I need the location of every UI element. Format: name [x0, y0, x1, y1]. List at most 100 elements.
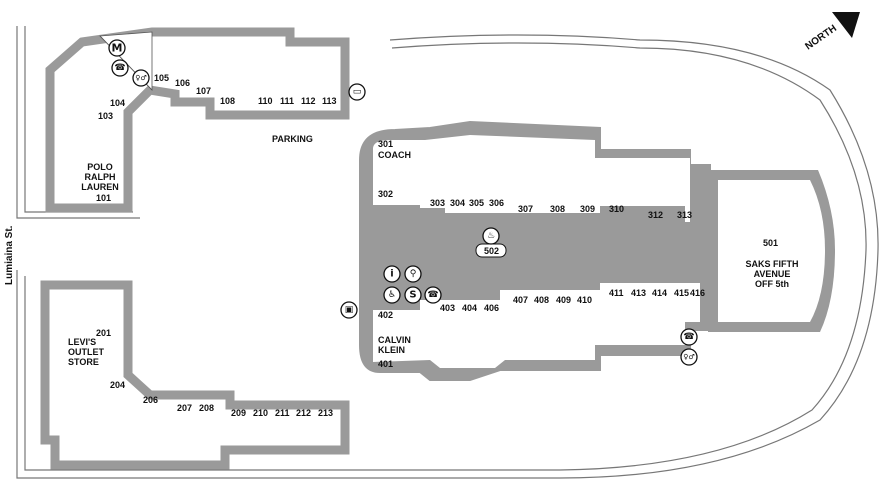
restroom-icon-glyph: ♀♂ — [135, 74, 146, 82]
telephone-icon-glyph: ☎ — [427, 290, 438, 300]
services-icon-glyph: S — [409, 290, 416, 301]
store-302[interactable]: 302 — [378, 189, 393, 199]
metro-icon[interactable]: M — [108, 39, 126, 57]
wheelchair-icon[interactable]: ♿ — [383, 286, 401, 304]
store-415[interactable]: 415 — [674, 288, 689, 298]
telephone-icon-glyph: ☎ — [683, 332, 694, 342]
wheelchair-icon-glyph: ♿ — [388, 290, 396, 300]
stroller-icon[interactable]: ⚲ — [404, 265, 422, 283]
parking-label: PARKING — [272, 134, 313, 144]
store-101[interactable]: 101 — [96, 193, 111, 203]
store-310[interactable]: 310 — [609, 204, 624, 214]
store-307[interactable]: 307 — [518, 204, 533, 214]
store-209[interactable]: 209 — [231, 408, 246, 418]
store-110[interactable]: 110 — [258, 96, 273, 106]
store-201[interactable]: 201 — [96, 328, 111, 338]
atm-icon[interactable]: ▭ — [348, 83, 366, 101]
anchor-saks-line-3: OFF 5th — [755, 279, 789, 289]
store-410[interactable]: 410 — [577, 295, 592, 305]
anchor-polo-line-1: POLO — [87, 162, 113, 172]
information-icon[interactable]: i — [383, 265, 401, 283]
store-211[interactable]: 211 — [275, 408, 290, 418]
site-boundary — [16, 26, 879, 479]
anchor-calvin: CALVIN KLEIN — [378, 335, 411, 355]
store-labels: 101 103 104 105 106 107 108 110 111 112 … — [96, 73, 778, 418]
store-414[interactable]: 414 — [652, 288, 667, 298]
store-309[interactable]: 309 — [580, 204, 595, 214]
store-501[interactable]: 501 — [763, 238, 778, 248]
store-213[interactable]: 213 — [318, 408, 333, 418]
telephone-icon-glyph: ☎ — [114, 63, 125, 73]
store-208[interactable]: 208 — [199, 403, 214, 413]
store-407[interactable]: 407 — [513, 295, 528, 305]
anchor-levis: LEVI'S OUTLET STORE — [68, 337, 104, 367]
restroom-icon[interactable]: ♀♂ — [680, 348, 698, 366]
store-404[interactable]: 404 — [462, 303, 477, 313]
store-304[interactable]: 304 — [450, 198, 465, 208]
store-406[interactable]: 406 — [484, 303, 499, 313]
store-502[interactable]: 502 — [484, 246, 499, 256]
store-207[interactable]: 207 — [177, 403, 192, 413]
restroom-icon[interactable]: ♀♂ — [132, 69, 150, 87]
bus-icon[interactable]: ▣ — [340, 301, 358, 319]
anchor-calvin-line-2: KLEIN — [378, 345, 405, 355]
north-arrow-icon — [832, 12, 860, 38]
store-113[interactable]: 113 — [322, 96, 337, 106]
building-500-interior — [718, 180, 825, 322]
store-312[interactable]: 312 — [648, 210, 663, 220]
store-409[interactable]: 409 — [556, 295, 571, 305]
store-416[interactable]: 416 — [690, 288, 705, 298]
compass-label: NORTH — [803, 23, 838, 52]
telephone-icon[interactable]: ☎ — [111, 59, 129, 77]
store-303[interactable]: 303 — [430, 198, 445, 208]
anchor-saks-line-2: AVENUE — [754, 269, 791, 279]
telephone-icon[interactable]: ☎ — [424, 286, 442, 304]
north-compass: NORTH — [803, 12, 860, 52]
services-icon[interactable]: S — [404, 286, 422, 304]
building-200 — [40, 280, 350, 470]
store-105[interactable]: 105 — [154, 73, 169, 83]
street-label: Lumiaina St. — [4, 225, 15, 285]
store-210[interactable]: 210 — [253, 408, 268, 418]
anchor-levis-line-2: OUTLET — [68, 347, 104, 357]
store-305[interactable]: 305 — [469, 198, 484, 208]
store-103[interactable]: 103 — [98, 111, 113, 121]
store-104[interactable]: 104 — [110, 98, 125, 108]
information-icon-glyph: i — [390, 269, 393, 280]
store-204[interactable]: 204 — [110, 380, 125, 390]
store-308[interactable]: 308 — [550, 204, 565, 214]
store-401[interactable]: 401 — [378, 359, 393, 369]
anchor-calvin-line-1: CALVIN — [378, 335, 411, 345]
anchor-coach: COACH — [378, 150, 411, 160]
store-408[interactable]: 408 — [534, 295, 549, 305]
wing-400 — [373, 283, 700, 368]
store-107[interactable]: 107 — [196, 86, 211, 96]
store-212[interactable]: 212 — [296, 408, 311, 418]
anchor-levis-line-1: LEVI'S — [68, 337, 96, 347]
store-111[interactable]: 111 — [280, 96, 294, 106]
store-403[interactable]: 403 — [440, 303, 455, 313]
food-court-icon[interactable]: ♨ — [482, 227, 500, 245]
store-313[interactable]: 313 — [677, 210, 692, 220]
bus-icon-glyph: ▣ — [345, 305, 354, 315]
metro-icon-glyph: M — [112, 42, 123, 55]
store-402[interactable]: 402 — [378, 310, 393, 320]
store-301[interactable]: 301 — [378, 139, 393, 149]
anchor-saks-line-1: SAKS FIFTH — [746, 259, 799, 269]
store-108[interactable]: 108 — [220, 96, 235, 106]
wing-300 — [373, 135, 690, 222]
store-106[interactable]: 106 — [175, 78, 190, 88]
store-206[interactable]: 206 — [143, 395, 158, 405]
store-306[interactable]: 306 — [489, 198, 504, 208]
building-100 — [45, 27, 350, 213]
anchor-saks: SAKS FIFTH AVENUE OFF 5th — [746, 259, 799, 289]
store-411[interactable]: 411 — [609, 288, 624, 298]
anchor-polo-line-3: LAUREN — [81, 182, 119, 192]
atm-icon-glyph: ▭ — [353, 87, 362, 97]
anchor-polo-line-2: RALPH — [85, 172, 116, 182]
telephone-icon[interactable]: ☎ — [680, 328, 698, 346]
store-413[interactable]: 413 — [631, 288, 646, 298]
restroom-icon-glyph: ♀♂ — [683, 353, 694, 361]
store-112[interactable]: 112 — [301, 96, 316, 106]
